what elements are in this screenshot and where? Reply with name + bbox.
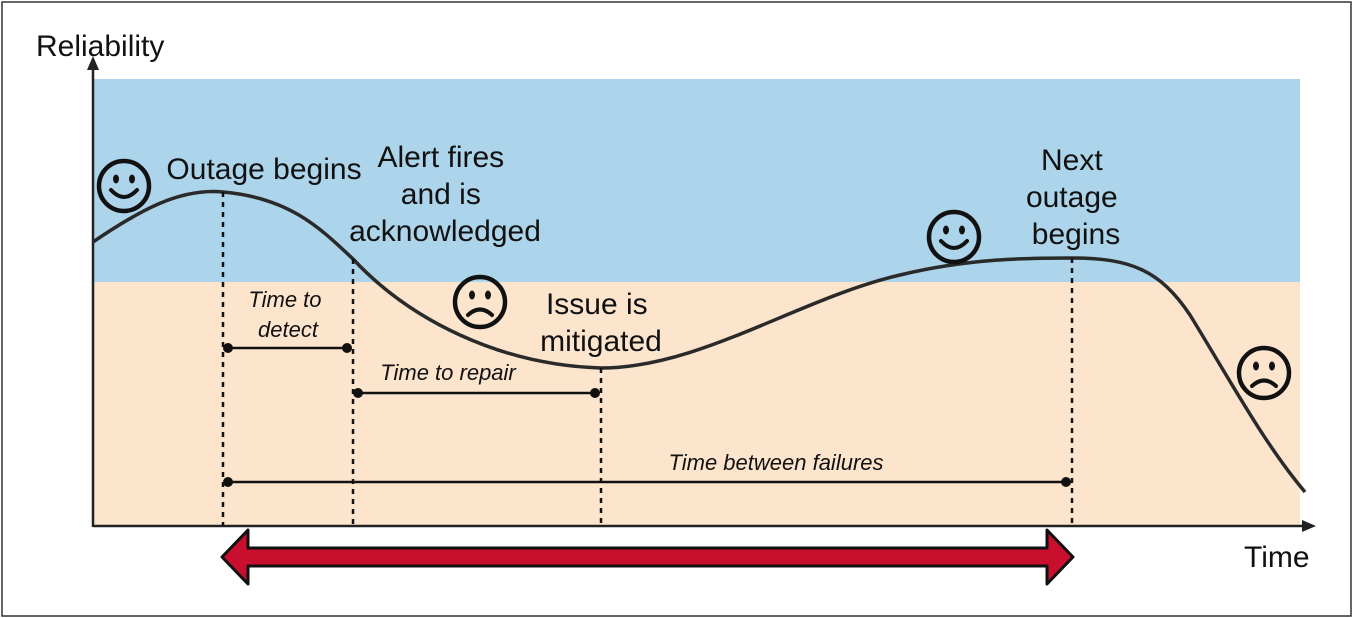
endpoint-dot: [223, 477, 233, 487]
low-reliability-band: [93, 282, 1300, 526]
smiley-icon: [926, 209, 982, 265]
interval-lines: [228, 346, 1066, 484]
endpoint-dot: [353, 388, 363, 398]
time-to-detect-label: Time to detect: [248, 287, 327, 342]
y-axis-label: Reliability: [36, 30, 164, 63]
next-outage-label: Next outage begins: [1026, 144, 1126, 251]
double-headed-arrow: [220, 528, 1075, 586]
issue-mitigated-label: Issue is mitigated: [540, 288, 662, 358]
outage-begins-label: Outage begins: [166, 153, 361, 186]
endpoint-dot: [590, 388, 600, 398]
time-between-failures-label: Time between failures: [668, 450, 883, 475]
endpoint-dot: [1061, 477, 1071, 487]
high-reliability-band: [93, 79, 1300, 282]
y-axis-arrowhead: [87, 56, 99, 70]
x-axis-arrowhead: [1302, 520, 1316, 532]
time-to-repair-label: Time to repair: [380, 360, 517, 385]
endpoint-dot: [223, 343, 233, 353]
reliability-curve: [92, 189, 1307, 494]
axes: Reliability Time: [36, 30, 1316, 574]
smiley-icon: [96, 158, 152, 214]
x-axis-label: Time: [1244, 541, 1310, 574]
alert-fires-label: Alert fires and is acknowledged: [349, 141, 541, 248]
frown-icon: [452, 274, 508, 330]
interval-endpoints: [223, 343, 1071, 487]
endpoint-dot: [342, 343, 352, 353]
frown-icon: [1236, 345, 1292, 401]
